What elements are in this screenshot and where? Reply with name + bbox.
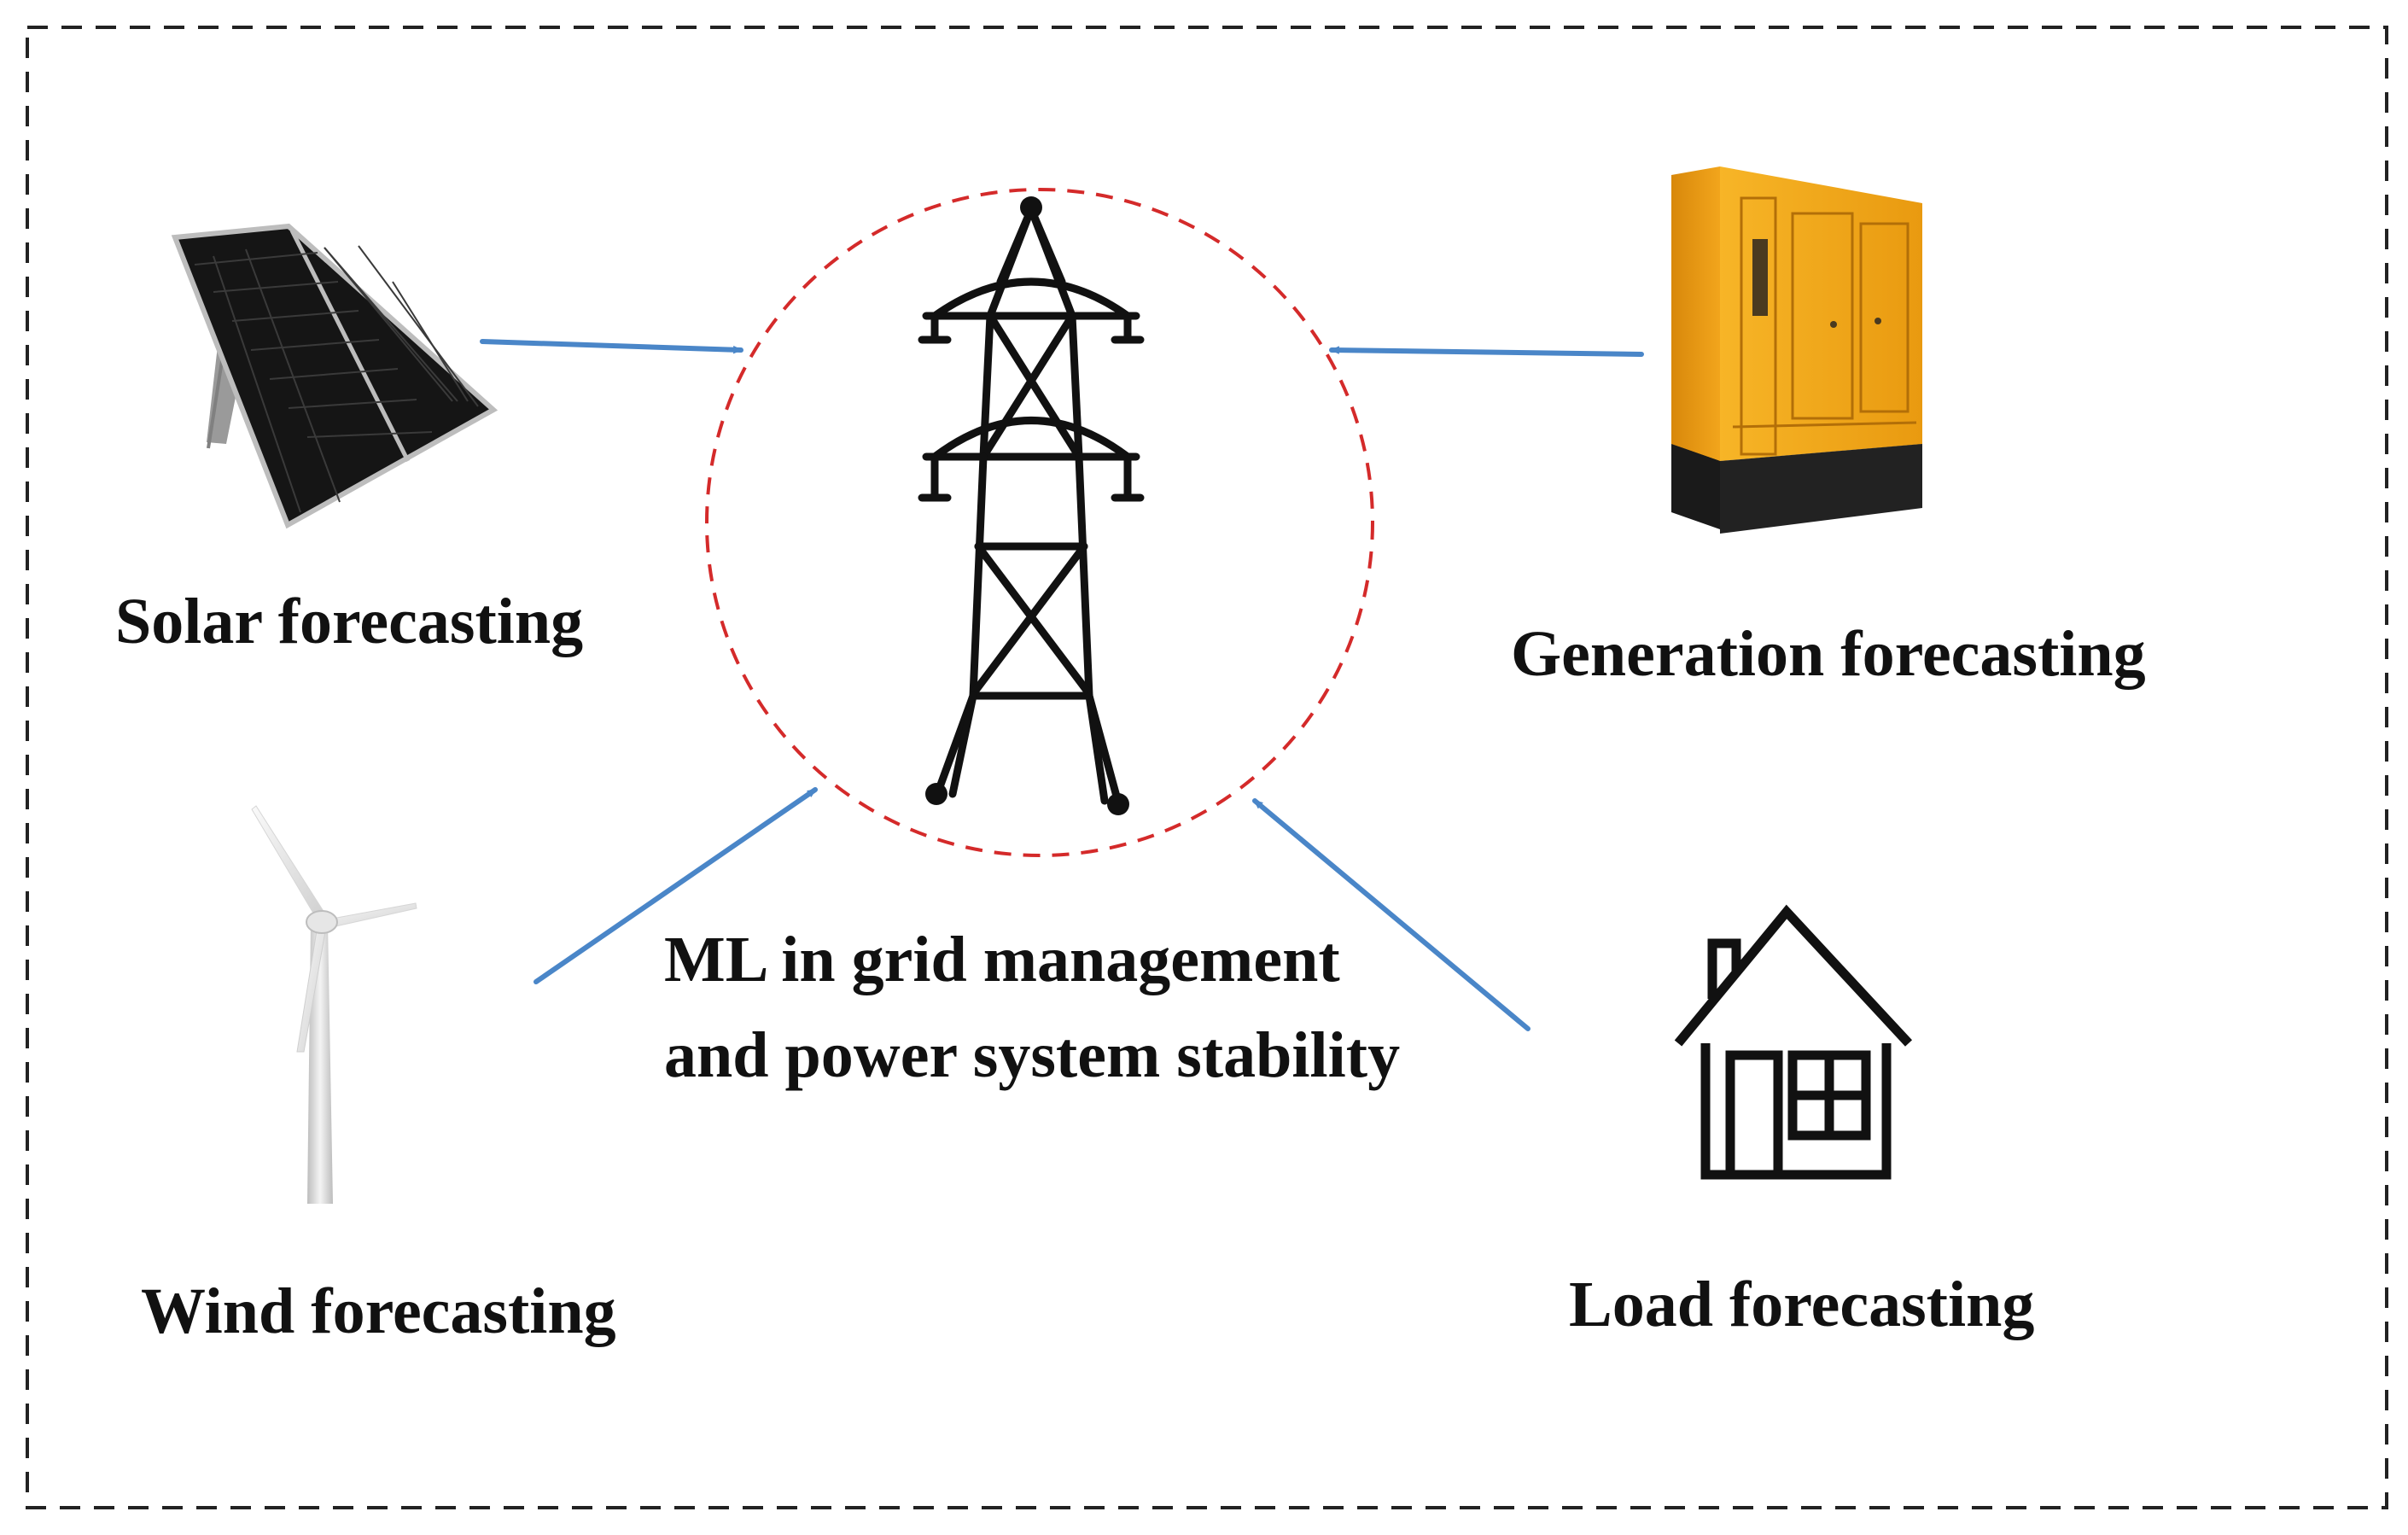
load-forecasting-label: Load forecasting	[1569, 1269, 2035, 1340]
generator-icon	[1671, 166, 1922, 534]
solar-panel-icon	[171, 223, 499, 529]
central-title-line-2: and power system stability	[664, 1019, 1401, 1091]
diagram-frame	[26, 26, 2388, 1509]
arrows	[480, 339, 1644, 1031]
wind-turbine-icon	[251, 805, 417, 1204]
central-title-line-1: ML in grid management	[664, 924, 1340, 995]
arrow-load	[1252, 798, 1531, 1031]
central-title: ML in grid management and power system s…	[664, 912, 1400, 1103]
solar-forecasting-label: Solar forecasting	[115, 586, 584, 657]
arrow-solar	[480, 339, 743, 350]
transmission-tower-icon	[918, 205, 1145, 807]
wind-forecasting-label: Wind forecasting	[141, 1275, 616, 1347]
tower-joint-dots	[925, 196, 1129, 815]
arrow-generation	[1329, 350, 1644, 357]
house-icon	[1674, 904, 1913, 1180]
generation-forecasting-label: Generation forecasting	[1511, 618, 2146, 690]
central-circle	[705, 188, 1374, 857]
arrow-wind	[533, 787, 818, 984]
